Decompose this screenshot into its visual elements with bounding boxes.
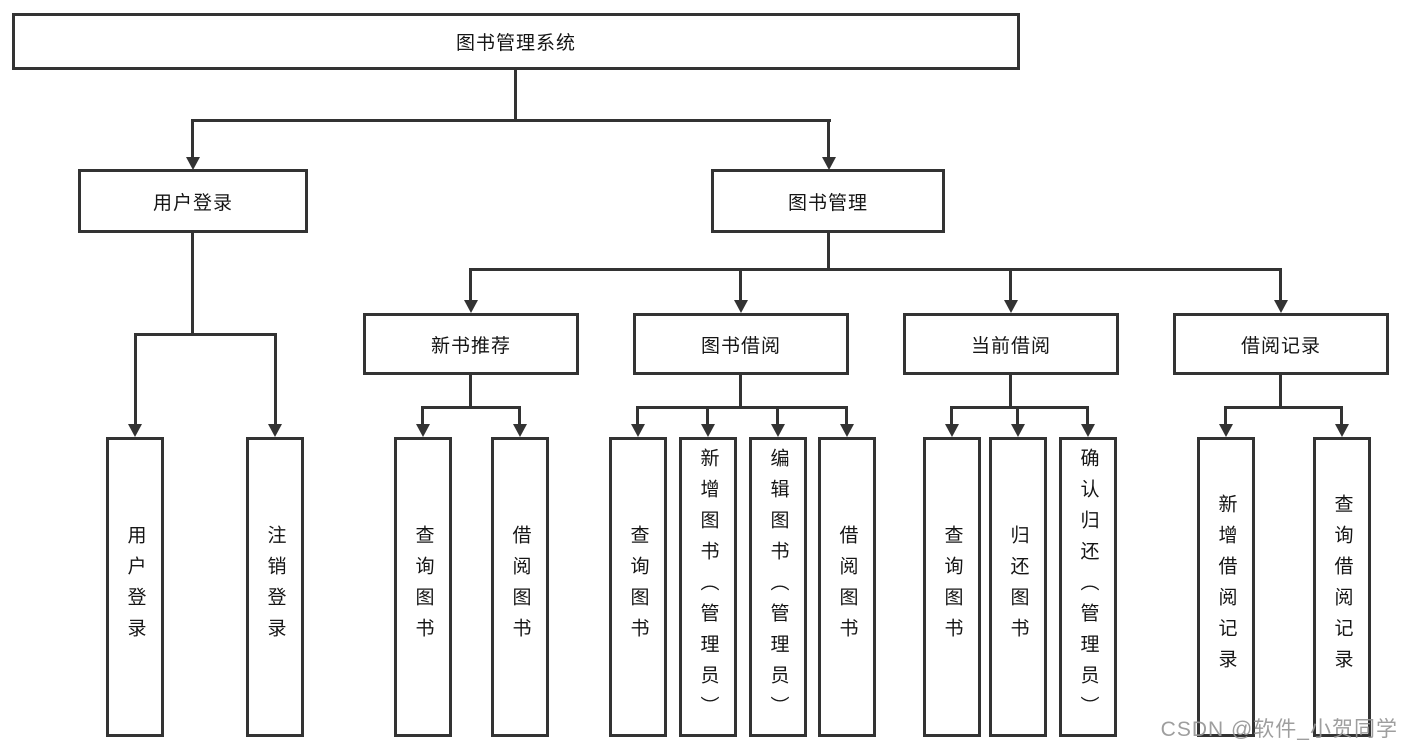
- connector-drop-rec-query: [421, 406, 424, 425]
- arrowhead-bb-query: [631, 424, 645, 437]
- leaf-borrowing-edit-books: 编辑图书（管理员）: [749, 437, 807, 737]
- leaf-label: 借阅图书: [509, 525, 531, 649]
- leaf-label: 用户登录: [124, 525, 146, 649]
- connector-records-stem: [1279, 373, 1282, 408]
- connector-drop-new-book-recommend: [469, 268, 472, 302]
- leaf-label: 查询借阅记录: [1331, 494, 1353, 680]
- csdn-watermark: CSDN @软件_小贺同学: [1160, 718, 1398, 741]
- arrowhead-rec-query: [416, 424, 430, 437]
- leaf-current-query-books: 查询图书: [923, 437, 981, 737]
- arrowhead-user-login: [186, 157, 200, 170]
- connector-drop-bb-edit: [776, 406, 779, 425]
- connector-drop-book-borrowing: [739, 268, 742, 302]
- connector-drop-bb-add: [706, 406, 709, 425]
- connector-root-stem: [514, 70, 517, 121]
- arrowhead-rec-borrow: [513, 424, 527, 437]
- leaf-recommend-query-books: 查询图书: [394, 437, 452, 737]
- arrowhead-borrow-records: [1274, 300, 1288, 313]
- arrowhead-cb-return: [1011, 424, 1025, 437]
- arrowhead-leaf-logout: [268, 424, 282, 437]
- leaf-label: 查询图书: [941, 525, 963, 649]
- arrowhead-new-book-recommend: [464, 300, 478, 313]
- connector-level3-rail: [469, 268, 1282, 271]
- connector-current-stem: [1009, 373, 1012, 408]
- connector-recommend-rail: [421, 406, 521, 409]
- arrowhead-book-management: [822, 157, 836, 170]
- connector-drop-bb-query: [636, 406, 639, 425]
- arrowhead-cb-query: [945, 424, 959, 437]
- arrowhead-bb-borrow: [840, 424, 854, 437]
- leaf-label: 借阅图书: [836, 525, 858, 649]
- leaf-current-return-books: 归还图书: [989, 437, 1047, 737]
- leaf-label: 归还图书: [1007, 525, 1029, 649]
- arrowhead-book-borrowing: [734, 300, 748, 313]
- node-book-borrowing: 图书借阅: [633, 313, 849, 375]
- connector-drop-br-query: [1340, 406, 1343, 425]
- leaf-logout: 注销登录: [246, 437, 304, 737]
- arrowhead-leaf-user-login: [128, 424, 142, 437]
- connector-drop-user-login: [191, 119, 194, 158]
- connector-drop-leaf-logout: [274, 333, 277, 425]
- leaf-user-login: 用户登录: [106, 437, 164, 737]
- connector-user-login-stem: [191, 232, 194, 335]
- connector-drop-borrow-records: [1279, 268, 1282, 302]
- leaf-records-query-record: 查询借阅记录: [1313, 437, 1371, 737]
- connector-borrowing-stem: [739, 373, 742, 408]
- connector-records-rail: [1224, 406, 1343, 409]
- node-library-system: 图书管理系统: [12, 13, 1020, 70]
- connector-drop-book-management: [827, 119, 830, 158]
- connector-recommend-stem: [469, 373, 472, 408]
- leaf-label: 编辑图书（管理员）: [767, 447, 789, 727]
- leaf-current-confirm-return: 确认归还（管理员）: [1059, 437, 1117, 737]
- connector-drop-rec-borrow: [518, 406, 521, 425]
- connector-drop-current-borrowing: [1009, 268, 1012, 302]
- leaf-records-add-record: 新增借阅记录: [1197, 437, 1255, 737]
- leaf-label: 注销登录: [264, 525, 286, 649]
- leaf-borrowing-borrow-books: 借阅图书: [818, 437, 876, 737]
- connector-current-rail: [950, 406, 1089, 409]
- connector-drop-bb-borrow: [845, 406, 848, 425]
- connector-user-login-rail: [134, 333, 277, 336]
- connector-drop-cb-query: [950, 406, 953, 425]
- leaf-borrowing-query-books: 查询图书: [609, 437, 667, 737]
- arrowhead-current-borrowing: [1004, 300, 1018, 313]
- leaf-borrowing-add-books: 新增图书（管理员）: [679, 437, 737, 737]
- node-new-book-recommend: 新书推荐: [363, 313, 579, 375]
- arrowhead-br-add: [1219, 424, 1233, 437]
- leaf-label: 新增借阅记录: [1215, 494, 1237, 680]
- connector-level2-rail: [191, 119, 831, 122]
- node-current-borrowing: 当前借阅: [903, 313, 1119, 375]
- arrowhead-br-query: [1335, 424, 1349, 437]
- leaf-label: 新增图书（管理员）: [697, 447, 719, 727]
- arrowhead-cb-confirm: [1081, 424, 1095, 437]
- connector-borrowing-rail: [636, 406, 848, 409]
- node-user-login: 用户登录: [78, 169, 308, 233]
- leaf-recommend-borrow-books: 借阅图书: [491, 437, 549, 737]
- leaf-label: 查询图书: [627, 525, 649, 649]
- node-borrow-records: 借阅记录: [1173, 313, 1389, 375]
- leaf-label: 确认归还（管理员）: [1077, 447, 1099, 727]
- connector-drop-leaf-user-login: [134, 333, 137, 425]
- arrowhead-bb-add: [701, 424, 715, 437]
- connector-drop-cb-return: [1016, 406, 1019, 425]
- leaf-label: 查询图书: [412, 525, 434, 649]
- node-book-management: 图书管理: [711, 169, 945, 233]
- arrowhead-bb-edit: [771, 424, 785, 437]
- connector-drop-br-add: [1224, 406, 1227, 425]
- connector-book-mgmt-stem: [827, 232, 830, 270]
- connector-drop-cb-confirm: [1086, 406, 1089, 425]
